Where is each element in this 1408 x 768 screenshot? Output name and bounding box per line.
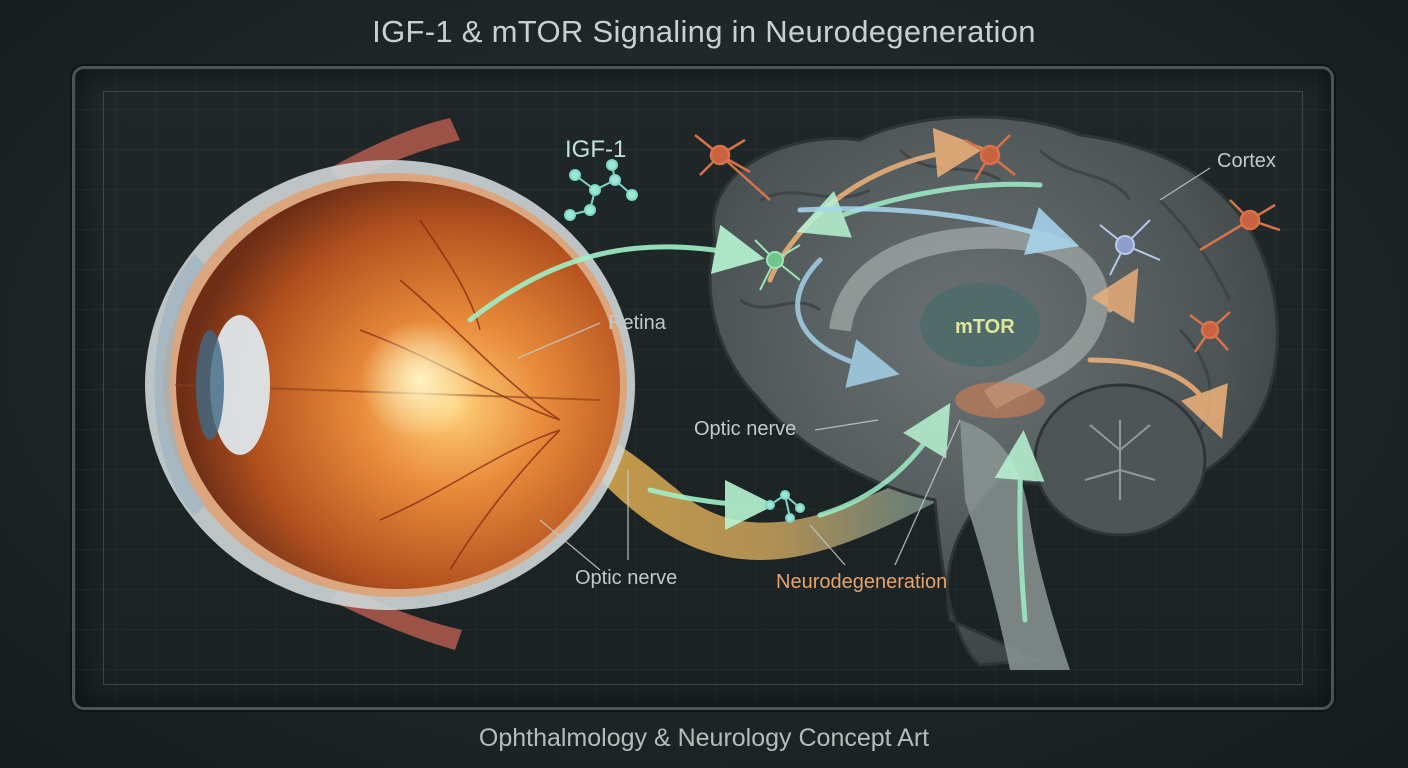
neuron-degenerating-occipital: [1189, 311, 1231, 353]
optic-nerve-brain-label: Optic nerve: [694, 418, 797, 440]
signal-arrow-nerve-to-brain: [647, 479, 775, 530]
leader-cortex: [1159, 167, 1211, 201]
igf1-molecule: [564, 159, 638, 221]
igf1-label: IGF-1: [565, 136, 627, 163]
signal-arrow-retina-to-brain: [467, 224, 765, 323]
cortex-label: Cortex: [1217, 150, 1276, 172]
leader-neuro-1: [809, 524, 846, 566]
optic-nerve-eye-label: Optic nerve: [575, 567, 678, 589]
leader-neuro-2: [894, 419, 961, 566]
leader-optic-nerve-brain: [814, 419, 879, 431]
signal-arrow-back: [796, 181, 1043, 238]
neuron-degenerating-right: [1199, 199, 1281, 252]
optic-nerve-tube: [540, 420, 940, 560]
brain: [708, 115, 1279, 670]
neuron-degenerating-top: [964, 134, 1016, 181]
mtor-label: mTOR: [955, 316, 1015, 338]
eyeball: [145, 160, 635, 610]
page-subtitle: Ophthalmology & Neurology Concept Art: [478, 724, 930, 752]
neuron-healthy-frontal: [754, 239, 801, 291]
signal-arrow-top: [797, 206, 1080, 255]
retina-label: Retina: [608, 312, 666, 334]
leader-retina: [517, 322, 601, 359]
neurodegeneration-label: Neurodegeneration: [776, 571, 948, 593]
neuron-healthy-parietal: [1099, 219, 1161, 276]
signal-arrow-nerve-return: [817, 402, 951, 518]
neuron-degenerating-top-left: [694, 134, 771, 201]
leader-optic-nerve-eye: [539, 519, 601, 571]
signal-arrow-parietal: [1091, 267, 1139, 324]
page-title: IGF-1 & mTOR Signaling in Neurodegenerat…: [372, 14, 1036, 49]
signal-arrow-brainstem: [994, 430, 1045, 623]
signal-arrow-inner: [795, 257, 900, 388]
inner-frame-border: [103, 91, 1303, 685]
igf1-molecule-nerve: [765, 490, 805, 523]
signal-arrow-occipital: [1087, 357, 1228, 439]
